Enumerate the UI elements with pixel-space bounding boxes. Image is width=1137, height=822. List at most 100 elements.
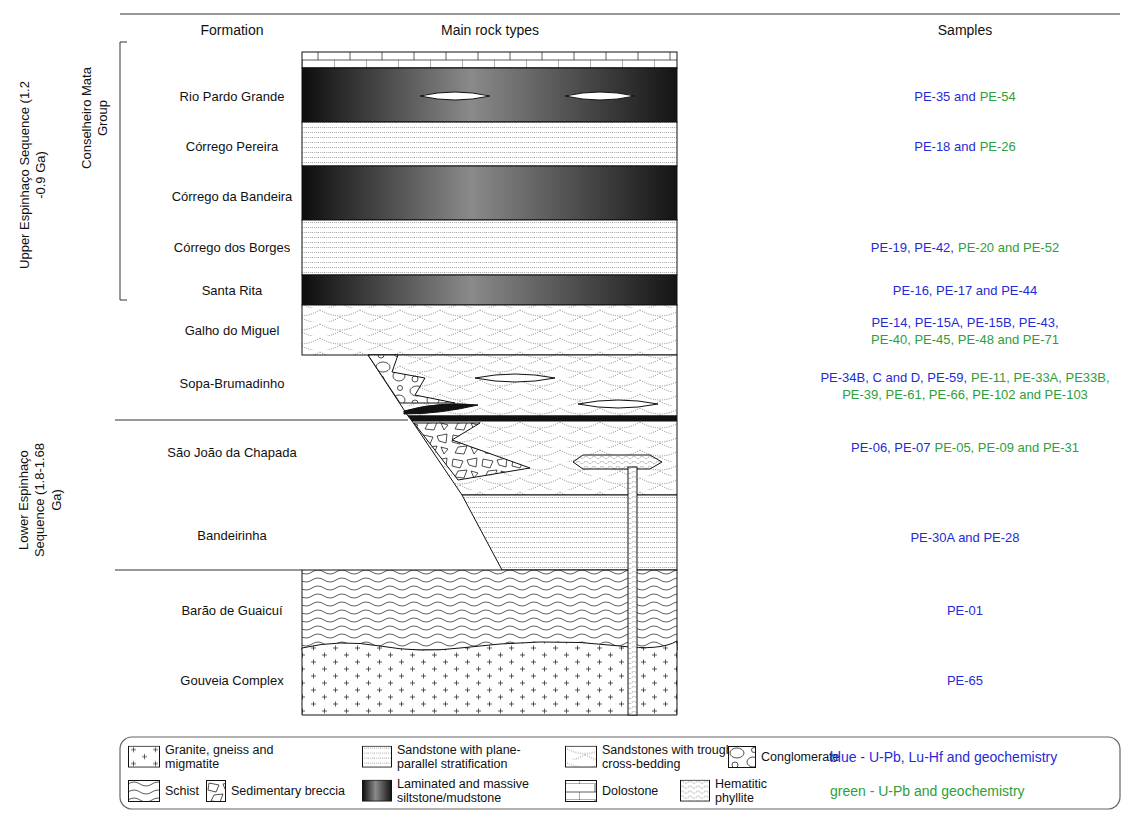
sample-row: PE-18 and PE-26 — [914, 139, 1016, 154]
legend-text: Hematitic phyllite — [715, 777, 777, 806]
sample-id: PE-05, PE-09 and PE-31 — [934, 440, 1079, 455]
mudstone-layer — [302, 68, 677, 122]
sample-id: PE-34B, C and D, PE-59, — [820, 370, 967, 385]
group-bracket — [120, 42, 127, 300]
legend-swatch — [206, 780, 226, 802]
sequence-label: Upper Espinhaço Sequence (1.2 -0.9 Ga) — [17, 80, 50, 270]
sample-id: PE-01 — [947, 603, 983, 618]
legend-text: blue - U-Pb, Lu-Hf and geochemistry — [830, 749, 1057, 765]
mudstone-layer — [302, 166, 677, 220]
granite-basement — [302, 641, 677, 715]
legend-swatch — [362, 746, 392, 768]
sandstone-layer — [302, 220, 677, 275]
formation-name: Barão de Guaicuí — [181, 603, 282, 618]
legend-text: Sedimentary breccia — [231, 784, 345, 798]
legend-frame — [120, 737, 1120, 809]
sample-row: PE-01 — [947, 603, 983, 618]
legend-item: Granite, gneiss and migmatite — [128, 743, 283, 772]
legend-item: green - U-Pb and geochemistry — [830, 783, 1025, 799]
legend-swatch — [565, 780, 597, 802]
sandstone-layer — [302, 122, 677, 166]
sample-id: PE-06, PE-07 — [851, 440, 931, 455]
top-rule — [120, 14, 1120, 15]
formation-name: Santa Rita — [202, 283, 263, 298]
swatch-fill — [566, 747, 597, 768]
legend-swatch — [362, 780, 392, 802]
formation-name: Córrego Pereira — [186, 139, 279, 154]
legend-swatch — [128, 780, 160, 802]
swatch-fill — [566, 781, 597, 802]
sample-id: PE-54 — [980, 89, 1016, 104]
sample-id: PE-39, PE-61, PE-66, PE-102 and PE-103 — [842, 387, 1088, 402]
swatch-fill — [129, 747, 160, 768]
swatch-fill — [129, 781, 160, 802]
sample-id: PE-35 and — [914, 89, 975, 104]
sample-row: PE-06, PE-07PE-05, PE-09 and PE-31 — [851, 440, 1079, 455]
sample-id: PE-14, PE-15A, PE-15B, PE-43, — [871, 315, 1058, 330]
column-header: Samples — [938, 22, 992, 38]
formation-name: Córrego dos Borges — [174, 240, 290, 255]
legend-text: Sandstones with trough cross-bedding — [602, 743, 737, 772]
legend-text: Schist — [165, 784, 199, 798]
legend-item: Sedimentary breccia — [206, 780, 345, 802]
formation-name: Sopa-Brumadinho — [180, 376, 285, 391]
column-header: Main rock types — [441, 22, 539, 38]
lens — [475, 374, 555, 382]
mudstone-layer — [408, 416, 677, 421]
sample-row: PE-39, PE-61, PE-66, PE-102 and PE-103 — [842, 387, 1088, 402]
phyllite-sill — [573, 455, 662, 469]
legend-item: blue - U-Pb, Lu-Hf and geochemistry — [830, 749, 1057, 765]
sample-row: PE-40, PE-45, PE-48 and PE-71 — [871, 332, 1059, 347]
schist-layer — [302, 570, 677, 650]
sample-id: PE-19, PE-42, — [871, 240, 954, 255]
trough-sandstone-layer — [302, 305, 677, 355]
group-label: Conselheiro Mata Group — [79, 58, 112, 178]
legend-text: Sandstone with plane-parallel stratifica… — [397, 743, 537, 772]
lens — [420, 92, 490, 100]
legend-item: Sandstones with trough cross-bedding — [565, 743, 737, 772]
formation-name: Bandeirinha — [197, 528, 266, 543]
legend-text: Laminated and massive siltstone/mudstone — [397, 777, 537, 806]
sample-row: PE-30A and PE-28 — [910, 530, 1019, 545]
phyllite-dike — [628, 467, 637, 715]
sample-row: PE-16, PE-17 and PE-44 — [893, 283, 1038, 298]
lens — [565, 92, 635, 100]
formation-name: Córrego da Bandeira — [172, 189, 293, 204]
legend-text: Granite, gneiss and migmatite — [165, 743, 283, 772]
sample-id: PE-20 and PE-52 — [958, 240, 1059, 255]
legend-item: Hematitic phyllite — [680, 777, 777, 806]
sample-id: PE-26 — [980, 139, 1016, 154]
formation-name: São João da Chapada — [167, 445, 296, 460]
mudstone-layer — [302, 275, 677, 305]
legend-item: Conglomerate — [728, 746, 840, 768]
sequence-label: Lower Espinhaço Sequence (1.8-1.68 Ga) — [16, 440, 65, 560]
sample-row: PE-35 and PE-54 — [914, 89, 1016, 104]
sample-row: PE-65 — [947, 673, 983, 688]
sample-row: PE-34B, C and D, PE-59, PE-11, PE-33A, PE… — [820, 370, 1109, 385]
column-header: Formation — [200, 22, 263, 38]
legend-swatch — [680, 780, 710, 802]
formation-name: Rio Pardo Grande — [180, 89, 285, 104]
legend-text: Conglomerate — [761, 750, 840, 764]
column-layers — [302, 52, 677, 715]
legend-swatch — [128, 746, 160, 768]
legend-text: Dolostone — [602, 784, 658, 798]
sample-row: PE-14, PE-15A, PE-15B, PE-43, — [871, 315, 1058, 330]
mud-tongue — [404, 404, 478, 414]
sample-id: PE-30A and PE-28 — [910, 530, 1019, 545]
legend-swatch — [565, 746, 597, 768]
sequence-divider — [115, 570, 302, 571]
sample-id: PE-40, PE-45, PE-48 and PE-71 — [871, 332, 1059, 347]
sample-row: PE-19, PE-42, PE-20 and PE-52 — [871, 240, 1059, 255]
swatch-fill — [363, 747, 392, 768]
swatch-fill — [681, 781, 710, 802]
sample-id: PE-11, PE-33A, PE33B, — [971, 370, 1110, 385]
dolostone-layer — [302, 52, 677, 68]
legend-text: green - U-Pb and geochemistry — [830, 783, 1025, 799]
sample-id: PE-18 and — [914, 139, 975, 154]
legend-item: Schist — [128, 780, 199, 802]
sample-id: PE-65 — [947, 673, 983, 688]
legend-item: Sandstone with plane-parallel stratifica… — [362, 743, 537, 772]
swatch-fill — [207, 781, 226, 802]
